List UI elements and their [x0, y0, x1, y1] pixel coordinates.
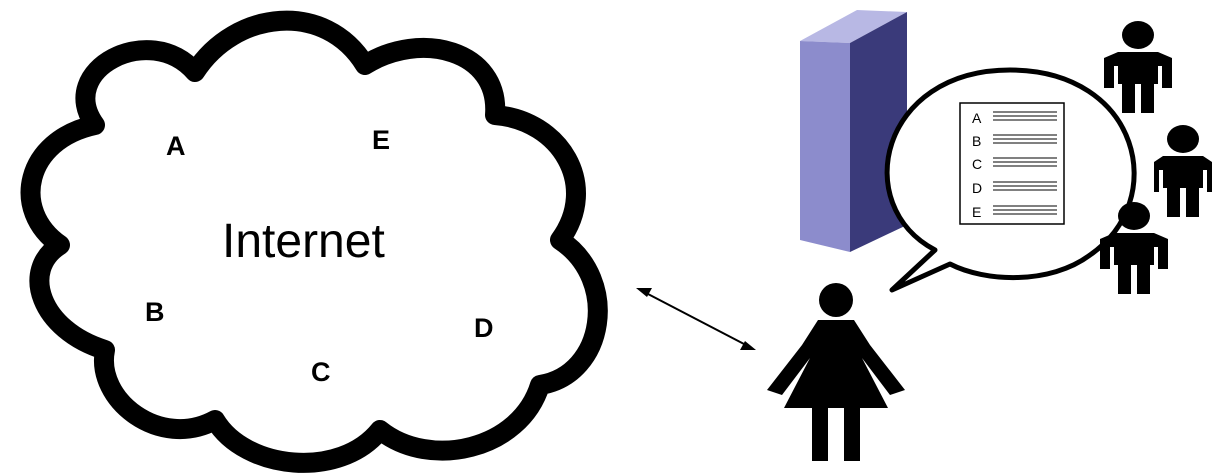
document-entry-d: D	[972, 180, 982, 196]
node-label-b: B	[145, 297, 165, 327]
document-entry-e: E	[972, 204, 981, 220]
internet-cloud: Internet A E B D C	[20, 10, 608, 473]
node-label-a: A	[166, 131, 186, 161]
person-icon	[1100, 202, 1168, 294]
server-icon	[800, 10, 907, 252]
person-icon	[1154, 125, 1212, 217]
node-label-c: C	[311, 357, 331, 387]
arrowhead-left	[636, 288, 652, 297]
cloud-title: Internet	[222, 215, 385, 268]
person-icon	[1104, 21, 1172, 113]
document-lines	[993, 111, 1057, 215]
node-label-d: D	[474, 313, 494, 343]
document-entry-c: C	[972, 156, 982, 172]
document-entry-b: B	[972, 133, 981, 149]
connection-arrow	[636, 288, 756, 350]
arrowhead-right	[740, 341, 756, 350]
cloud-shape	[20, 10, 608, 473]
document-entry-a: A	[972, 110, 982, 126]
server-top	[800, 10, 907, 43]
speech-bubble: A B C D E	[884, 67, 1137, 293]
woman-icon	[767, 283, 905, 461]
node-label-e: E	[372, 125, 390, 155]
document-icon: A B C D E	[959, 102, 1065, 225]
server-front	[800, 41, 850, 252]
